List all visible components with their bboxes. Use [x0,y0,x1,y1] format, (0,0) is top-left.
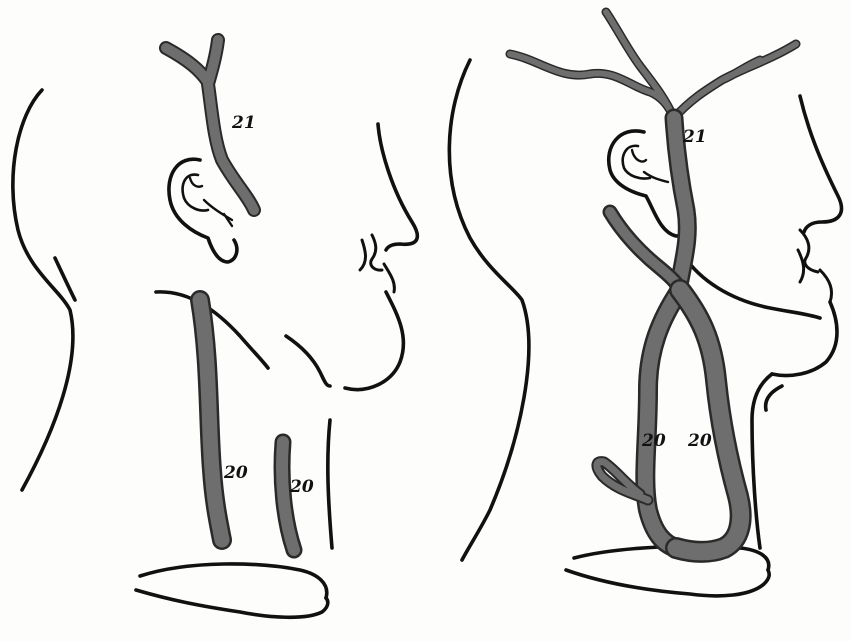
right-head-back-outline [449,60,528,560]
right-label-temporal: 21 [682,127,707,147]
right-head-figure: 21 20 20 [449,12,841,596]
right-label-neck-back: 20 [687,431,712,451]
right-collar-bottom [566,570,769,596]
left-ear-inner [183,175,208,211]
left-throat-line [328,420,332,548]
right-facial-branch [610,212,680,290]
right-lips [798,230,832,302]
left-head-figure: 21 20 20 [13,40,417,617]
left-label-temporal: 21 [231,113,256,133]
left-collar-top [140,564,327,598]
left-head-back-outline [13,90,73,490]
left-label-neck-back: 20 [289,477,314,497]
right-throat-line [752,374,772,548]
left-lower-jaw [286,336,330,386]
right-label-neck-front: 20 [641,431,666,451]
left-ear-mark [190,178,232,226]
right-throat-line-2 [766,386,782,410]
left-label-neck-front: 20 [223,463,248,483]
left-nose-profile [378,124,417,250]
left-lips [360,235,394,292]
left-collar-bottom [136,590,328,617]
right-forehead-profile [800,96,841,232]
left-chin-profile [345,292,403,390]
